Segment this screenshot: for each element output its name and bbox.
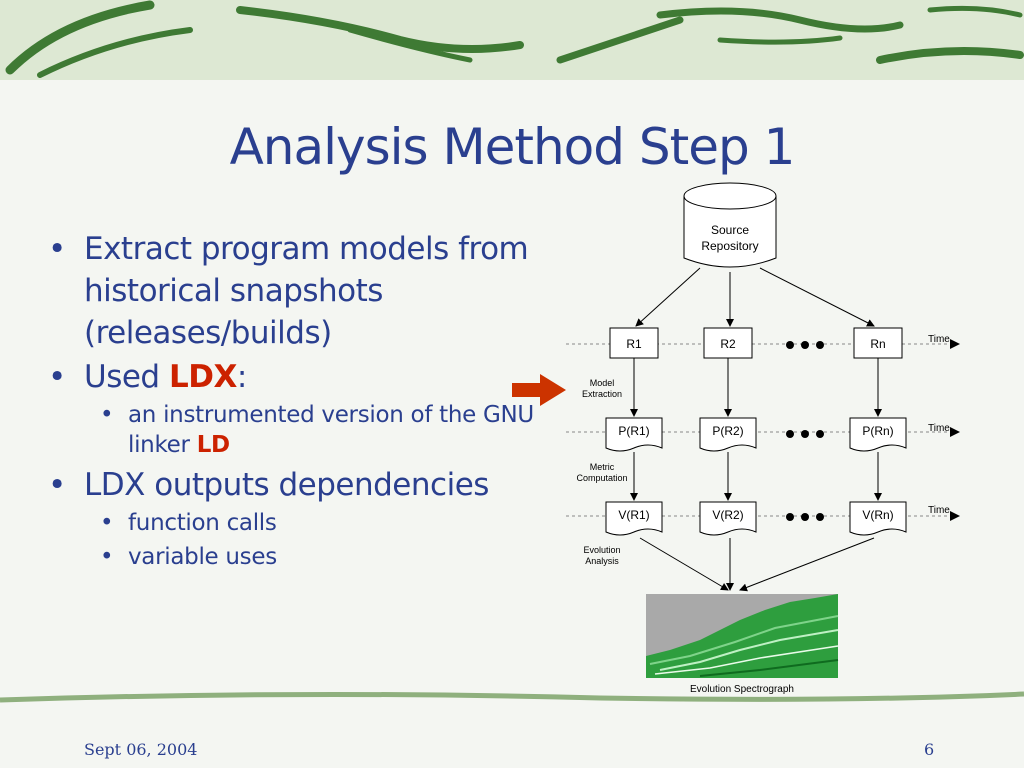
right-arrow-icon	[512, 374, 566, 406]
time-axis-releases: Time	[566, 334, 960, 349]
model-document: P(R1)	[605, 417, 663, 452]
bullet-text: :	[236, 359, 247, 395]
step-label: Evolution	[583, 545, 620, 555]
bullet-text: Extract program models from historical s…	[84, 231, 529, 351]
model-label: P(R2)	[712, 424, 743, 438]
bullet-dot: •	[100, 544, 114, 570]
bullet-dot: •	[100, 402, 114, 428]
bullet-dot: •	[48, 359, 66, 395]
time-label: Time	[928, 334, 950, 345]
bullet-list: • Extract program models from historical …	[48, 228, 568, 576]
time-axis-metrics: Time	[566, 505, 960, 521]
source-label-line1: Source	[711, 223, 749, 237]
release-box: Rn	[853, 327, 903, 359]
metric-document: V(R2)	[699, 501, 757, 536]
bullet-text: LDX outputs dependencies	[84, 467, 489, 503]
sub-bullet-item: • variable uses	[48, 542, 568, 572]
metric-label: V(R2)	[712, 508, 743, 522]
model-document: P(Rn)	[849, 417, 907, 452]
sub-bullet-text: function calls	[128, 510, 277, 536]
brushstroke-decoration	[5, 0, 1024, 78]
footer-brushstroke	[0, 691, 1024, 703]
metric-label: V(R1)	[618, 508, 649, 522]
ld-highlight: LD	[196, 432, 230, 458]
bullet-item: • Extract program models from historical …	[48, 228, 568, 354]
bullet-dot: •	[48, 231, 66, 267]
release-box: R2	[703, 327, 753, 359]
time-label: Time	[928, 505, 950, 516]
bullet-text: Used	[84, 359, 169, 395]
sub-bullet-text: variable uses	[128, 544, 277, 570]
step-label: Extraction	[582, 389, 622, 399]
metric-label: V(Rn)	[862, 508, 893, 522]
ellipsis-dots	[786, 341, 824, 521]
ldx-highlight: LDX	[168, 359, 237, 395]
time-label: Time	[928, 423, 950, 434]
source-label-line2: Repository	[701, 239, 758, 253]
model-label: P(R1)	[618, 424, 649, 438]
model-label: P(Rn)	[862, 424, 893, 438]
step-label: Computation	[576, 473, 627, 483]
bullet-item: • LDX outputs dependencies	[48, 464, 568, 506]
step-label: Model	[590, 378, 615, 388]
step-label: Analysis	[585, 556, 619, 566]
metric-document: V(R1)	[605, 501, 663, 536]
release-box: R1	[609, 327, 659, 359]
bullet-item: • Used LDX:	[48, 356, 568, 398]
page-number: 6	[924, 740, 935, 759]
bullet-dot: •	[100, 510, 114, 536]
source-repository-cylinder: Source Repository	[683, 182, 777, 268]
footer-date: Sept 06, 2004	[84, 740, 198, 759]
sub-bullet-text: an instrumented version of the GNU linke…	[128, 402, 534, 458]
decorative-banner	[0, 0, 1024, 80]
sub-bullet-item: • function calls	[48, 508, 568, 538]
spectrograph-caption: Evolution Spectrograph	[690, 684, 794, 695]
release-label: R2	[720, 337, 736, 351]
metric-document: V(Rn)	[849, 501, 907, 536]
model-document: P(R2)	[699, 417, 757, 452]
evolution-spectrograph-image	[646, 594, 839, 678]
bullet-dot: •	[48, 467, 66, 503]
slide-title: Analysis Method Step 1	[229, 118, 796, 176]
release-label: R1	[626, 337, 642, 351]
step-label: Metric	[590, 462, 615, 472]
time-axis-models: Time	[566, 423, 960, 437]
release-label: Rn	[870, 337, 885, 351]
sub-bullet-item: • an instrumented version of the GNU link…	[48, 400, 568, 460]
